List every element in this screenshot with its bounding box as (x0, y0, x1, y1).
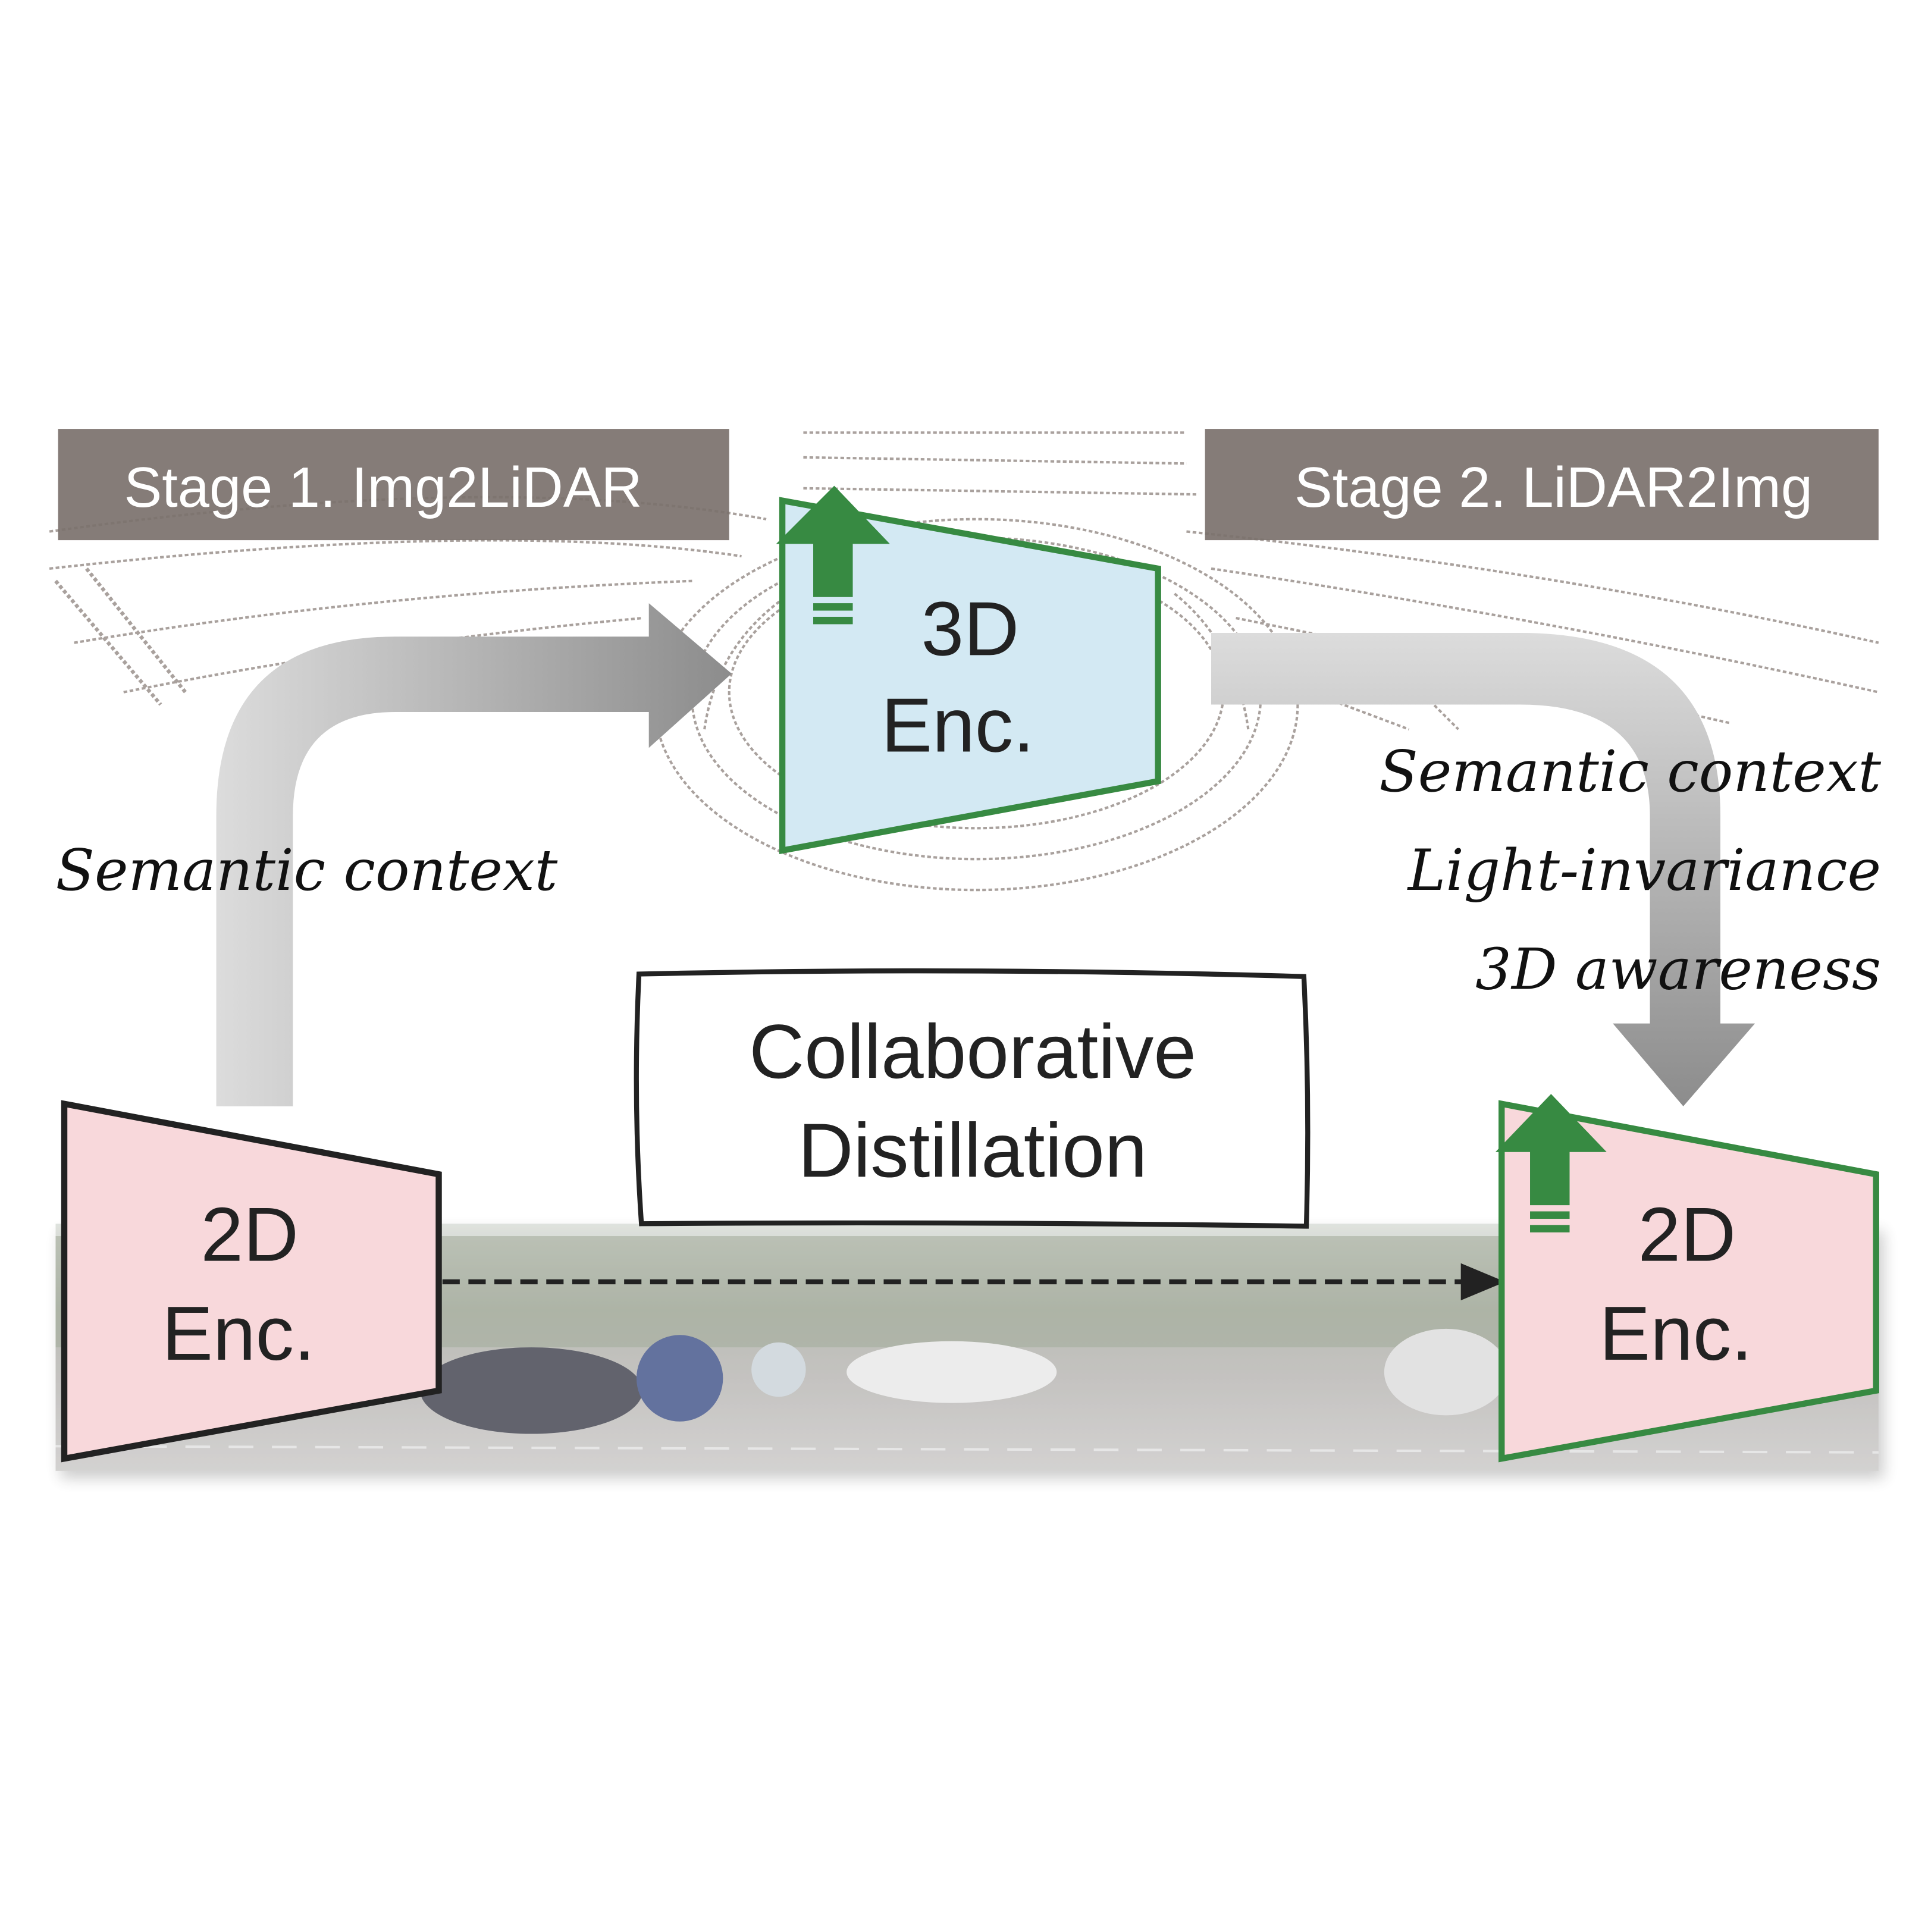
annotation-3d-awareness: 3D awareness (1475, 936, 1881, 1002)
2d-encoder-left-line2: Enc. (162, 1291, 315, 1376)
center-box-line1: Collaborative (749, 1009, 1196, 1094)
2d-encoder-left-line1: 2D (200, 1192, 299, 1278)
left-annotation: Semantic context (55, 837, 557, 904)
update-arrow-icon (776, 485, 890, 625)
img2lidar-flow-arrow (216, 603, 732, 1106)
3d-encoder-line2: Enc. (881, 682, 1034, 768)
2d-encoder-right-line1: 2D (1638, 1192, 1736, 1278)
annotation-light-invariance: Light-invariance (1407, 837, 1881, 904)
stage2-label: Stage 2. LiDAR2Img (1205, 429, 1879, 541)
lidar2img-flow-arrow (1211, 632, 1755, 1106)
2d-encoder-right: 2D Enc. (1498, 1100, 1879, 1463)
stage1-label-text: Stage 1. Img2LiDAR (124, 456, 642, 519)
2d-encoder-right-line2: Enc. (1599, 1291, 1753, 1376)
3d-encoder-line1: 3D (921, 586, 1020, 672)
distillation-dashed-arrow (442, 1263, 1506, 1301)
3d-encoder: 3D Enc. (779, 497, 1161, 854)
stage1-label: Stage 1. Img2LiDAR (58, 429, 729, 541)
center-box-line2: Distillation (798, 1108, 1148, 1193)
right-annotations: Semantic context Light-invariance 3D awa… (1379, 738, 1881, 1003)
2d-encoder-left: 2D Enc. (61, 1100, 442, 1463)
update-arrow-icon (1495, 1094, 1607, 1232)
collaborative-distillation-box: Collaborative Distillation (634, 968, 1311, 1229)
annotation-semantic-context: Semantic context (1379, 738, 1881, 805)
stage2-label-text: Stage 2. LiDAR2Img (1294, 456, 1813, 519)
